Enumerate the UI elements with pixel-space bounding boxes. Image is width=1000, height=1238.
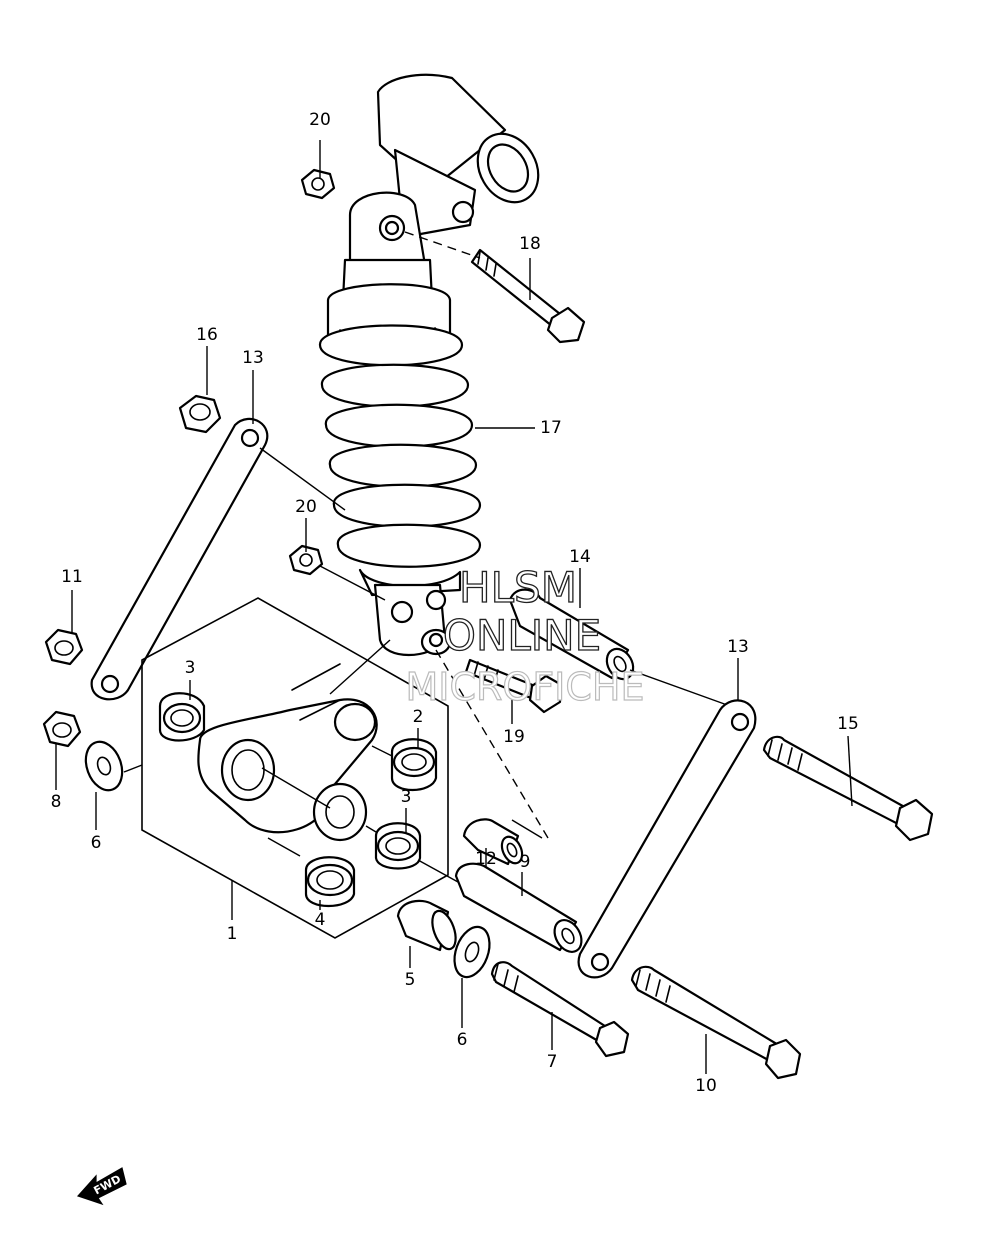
- bolt-15: [762, 735, 934, 842]
- label-13-right: 13: [727, 637, 749, 657]
- label-11: 11: [61, 567, 83, 587]
- washer-6-right: [453, 925, 491, 979]
- bearing-2: [390, 738, 438, 791]
- label-6-left: 6: [91, 833, 102, 853]
- bolt-10: [630, 965, 802, 1080]
- nut-8: [42, 710, 82, 748]
- cushion-lever: [197, 663, 378, 842]
- label-16: 16: [196, 325, 218, 345]
- label-12: 12: [475, 849, 497, 869]
- label-14: 14: [569, 547, 591, 567]
- forward-arrow-icon: FWD: [76, 1167, 127, 1206]
- shock-absorber: [318, 73, 540, 657]
- label-18: 18: [519, 234, 541, 254]
- nut-11: [44, 628, 84, 666]
- label-20-lower: 20: [295, 497, 317, 517]
- watermark-line-3: MICROFICHE: [405, 665, 644, 709]
- label-2: 2: [413, 707, 424, 727]
- bolt-7: [490, 961, 630, 1058]
- label-15: 15: [837, 714, 859, 734]
- bearing-4: [304, 856, 356, 907]
- link-rod-13-left: [90, 417, 269, 701]
- bolt-18: [470, 248, 586, 344]
- watermark-line-1: HLSM: [459, 563, 577, 612]
- label-10: 10: [695, 1076, 717, 1096]
- label-7: 7: [547, 1052, 558, 1072]
- label-3-upper: 3: [185, 658, 196, 678]
- nut-20-top: [300, 168, 336, 200]
- label-13-left: 13: [242, 348, 264, 368]
- label-19: 19: [503, 727, 525, 747]
- washer-6-left: [84, 740, 124, 792]
- spacer-14: [508, 588, 635, 681]
- watermark-line-2: ONLINE: [443, 611, 601, 660]
- label-5: 5: [405, 970, 416, 990]
- bearing-3-lower: [374, 822, 422, 870]
- label-17: 17: [540, 418, 562, 438]
- spacer-9: [454, 862, 583, 953]
- label-3-lower: 3: [401, 787, 412, 807]
- label-1: 1: [227, 924, 238, 944]
- label-20-top: 20: [309, 110, 331, 130]
- collar-12: [462, 818, 524, 866]
- link-rod-13-right: [577, 699, 757, 979]
- bearing-3-upper: [158, 692, 206, 742]
- label-6-right: 6: [457, 1030, 468, 1050]
- bolt-19: [464, 658, 562, 714]
- lever-assembly-outline: [141, 597, 449, 939]
- label-8: 8: [51, 792, 62, 812]
- nut-16: [178, 394, 222, 434]
- label-9: 9: [520, 852, 531, 872]
- watermark: HLSM ONLINE MICROFICHE: [405, 562, 645, 709]
- collar-5: [396, 899, 457, 952]
- label-4: 4: [315, 910, 326, 930]
- nut-20-lower: [288, 544, 324, 576]
